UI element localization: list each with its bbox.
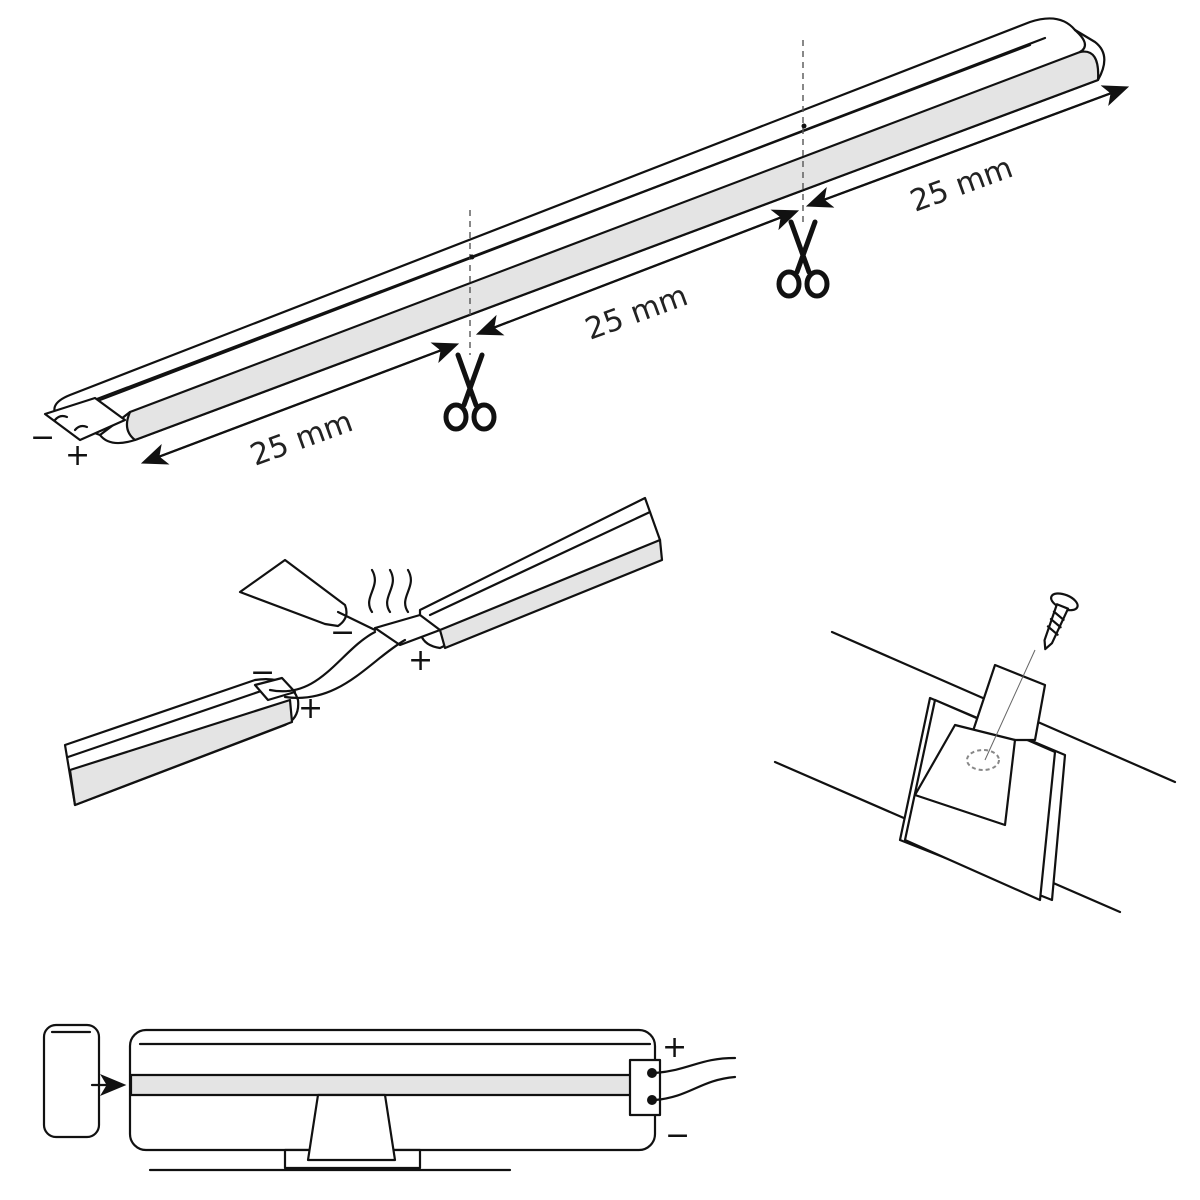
- mounting-clip-icon: [306, 1093, 397, 1162]
- heat-fumes-icon: [368, 568, 412, 614]
- minus-label: −: [250, 655, 275, 690]
- screw-icon: [1043, 592, 1079, 651]
- minus-label: −: [665, 1118, 690, 1153]
- dimension-label: 25 mm: [906, 150, 1018, 219]
- plus-label: +: [298, 691, 323, 726]
- minus-label: −: [330, 615, 355, 650]
- end-cap-icon: [42, 1023, 101, 1139]
- mounting-clip-icon: [968, 663, 1047, 742]
- wire-minus: [268, 630, 377, 693]
- end-cap-panel: + −: [42, 1023, 737, 1172]
- led-strip-right-segment: [418, 496, 664, 650]
- wire-plus: [283, 638, 407, 700]
- led-strip-left-segment: [63, 678, 300, 807]
- soldering-panel: − + − +: [63, 496, 664, 807]
- mounting-panel: [773, 592, 1177, 914]
- led-strip-long: [43, 17, 1106, 445]
- strip-cutting-panel: − + 25 mm 25 mm 25 mm: [30, 17, 1130, 474]
- solder-pad: [373, 613, 442, 647]
- dimension-label: 25 mm: [246, 404, 358, 473]
- plus-label: +: [408, 643, 433, 678]
- soldering-iron-icon: [238, 558, 377, 632]
- plus-label: +: [65, 438, 90, 473]
- scissors-icon: [776, 219, 830, 299]
- minus-label: −: [30, 420, 55, 455]
- solder-pad-tab: [43, 396, 127, 442]
- plus-label: +: [662, 1030, 687, 1065]
- scissors-icon: [443, 352, 497, 432]
- connector-block: [628, 1058, 662, 1117]
